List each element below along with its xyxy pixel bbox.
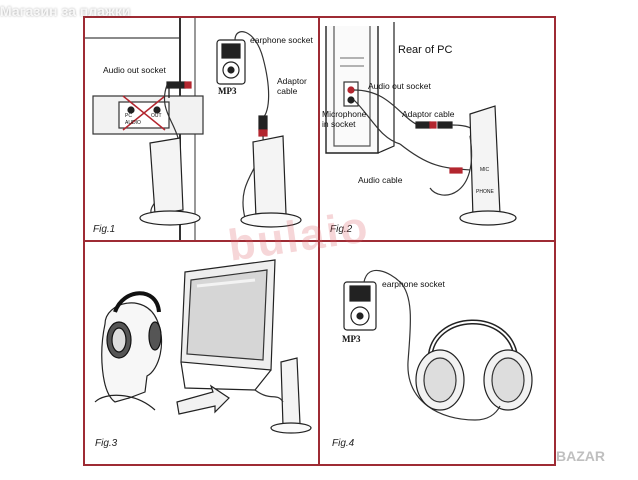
fig2-microphone-socket-label: Microphone in socket — [322, 109, 367, 129]
watermark-corner: BAZAR — [556, 448, 605, 464]
fig1-jack-label-pc: PC — [125, 113, 132, 119]
figure-4-drawing — [343, 269, 533, 421]
watermark-top: Магазин за плажки — [0, 3, 131, 19]
figure-2-panel: Rear of PC Audio out socket Microphone i… — [320, 18, 554, 240]
fig4-mp3-label: MP3 — [342, 334, 361, 344]
fig2-caption: Fig.2 — [330, 224, 353, 235]
fig4-earphone-socket-label: earphone socket — [382, 279, 445, 289]
fig2-audio-out-socket-label: Audio out socket — [368, 81, 431, 91]
fig2-adaptor-cable-label: Adaptor cable — [402, 109, 455, 119]
grid-horizontal-divider — [83, 240, 556, 242]
figure-4-panel: MP3 earphone socket Fig.4 — [320, 242, 554, 464]
figure-3-drawing — [94, 259, 312, 434]
fig1-caption: Fig.1 — [93, 224, 116, 235]
figure-1-panel: Audio out socket PC AUDIO OUT MP3 earpho… — [85, 18, 318, 240]
fig2-jack-label-mic: MIC — [480, 167, 490, 173]
figure-2-drawing — [325, 22, 517, 226]
fig1-audio-out-socket-label: Audio out socket — [103, 65, 166, 75]
fig1-adaptor-cable-label: Adaptor cable — [277, 76, 307, 97]
fig1-mp3-label: MP3 — [218, 86, 237, 96]
fig1-jack-label-audio: AUDIO — [125, 120, 141, 126]
fig3-caption: Fig.3 — [95, 438, 118, 449]
fig1-jack-label-out: OUT — [151, 113, 162, 119]
figure-1-drawing — [85, 18, 302, 240]
fig2-jack-label-phone: PHONE — [476, 189, 494, 195]
fig4-caption: Fig.4 — [332, 438, 355, 449]
fig2-rear-of-pc-label: Rear of PC — [398, 44, 453, 56]
fig1-earphone-socket-label: earphone socket — [250, 35, 313, 45]
fig2-audio-cable-label: Audio cable — [358, 175, 403, 185]
figure-3-panel: Fig.3 — [85, 242, 318, 464]
